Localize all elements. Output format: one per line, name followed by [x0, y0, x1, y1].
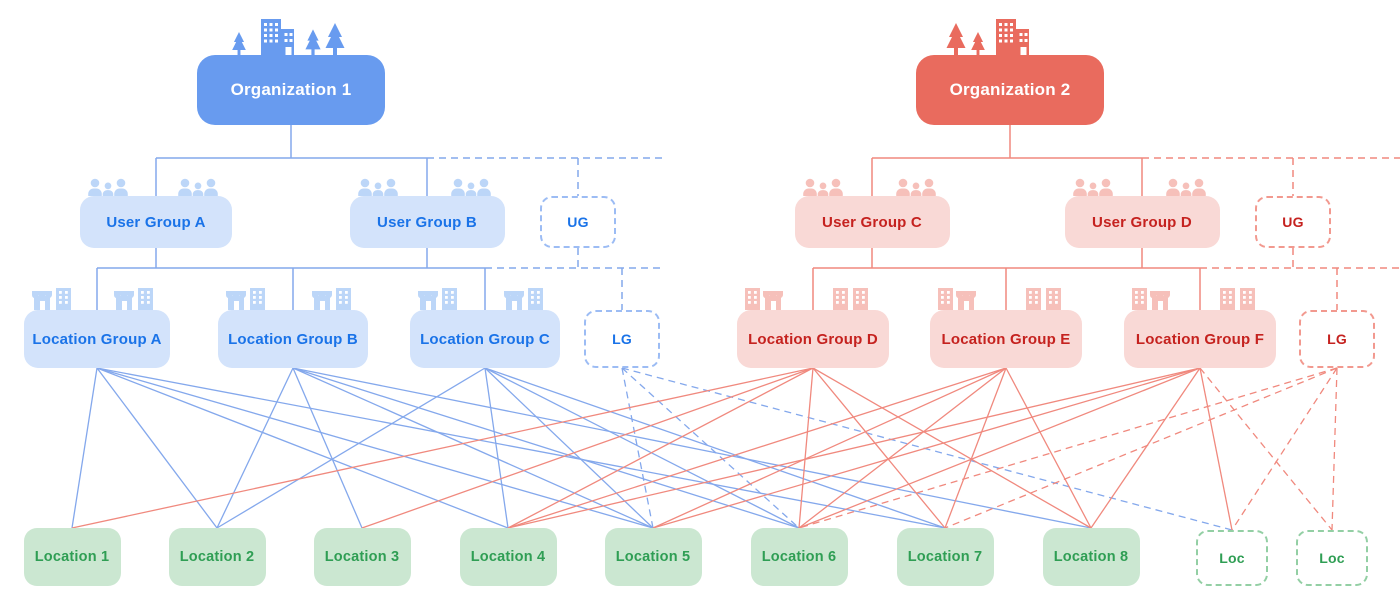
node-label: LG	[612, 331, 632, 347]
node-ug-blue: UG	[540, 196, 616, 248]
node-loc7: Location 7	[896, 528, 994, 586]
node-label: User Group B	[377, 213, 477, 231]
node-label: Location Group B	[228, 330, 358, 348]
node-loc2: Location 2	[168, 528, 266, 586]
node-label: UG	[567, 214, 589, 230]
node-lg-c: Location Group C	[410, 288, 560, 368]
node-loc6: Location 6	[750, 528, 848, 586]
node-label: User Group D	[1092, 213, 1192, 231]
node-org2: Organization 2	[916, 19, 1104, 125]
node-label: UG	[1282, 214, 1304, 230]
node-ug-d: User Group D	[1064, 178, 1220, 248]
node-ug-red: UG	[1255, 196, 1331, 248]
node-label: Location 6	[761, 549, 837, 565]
node-loc-x2: Loc	[1296, 530, 1368, 586]
node-label: Location 1	[34, 549, 110, 565]
node-label: Organization 2	[949, 80, 1071, 99]
node-ug-a: User Group A	[80, 178, 232, 248]
node-loc8: Location 8	[1042, 528, 1140, 586]
node-label: Location Group C	[420, 330, 550, 348]
node-lg-a: Location Group A	[24, 288, 170, 368]
node-loc4: Location 4	[459, 528, 557, 586]
node-label: Loc	[1219, 550, 1245, 566]
node-ug-b: User Group B	[349, 178, 505, 248]
node-loc1: Location 1	[23, 528, 121, 586]
node-label: Loc	[1319, 550, 1345, 566]
node-label: User Group A	[106, 213, 206, 231]
node-label: Location Group F	[1135, 330, 1265, 348]
node-label: Location Group E	[941, 330, 1071, 348]
node-label: Location 8	[1053, 549, 1129, 565]
node-lg-b: Location Group B	[218, 288, 368, 368]
node-label: Organization 1	[230, 80, 352, 99]
node-lg-red: LG	[1299, 310, 1375, 368]
node-lg-f: Location Group F	[1124, 288, 1276, 368]
node-label: Location 5	[615, 549, 691, 565]
node-label: Location 2	[179, 549, 255, 565]
node-label: LG	[1327, 331, 1347, 347]
node-loc-x1: Loc	[1196, 530, 1268, 586]
node-lg-d: Location Group D	[737, 288, 889, 368]
node-org1: Organization 1	[197, 19, 385, 125]
node-label: Location 3	[324, 549, 400, 565]
node-loc5: Location 5	[604, 528, 702, 586]
node-label: Location 4	[470, 549, 546, 565]
node-label: User Group C	[822, 213, 922, 231]
node-loc3: Location 3	[313, 528, 411, 586]
node-label: Location Group D	[748, 330, 878, 348]
node-ug-c: User Group C	[794, 178, 950, 248]
node-lg-e: Location Group E	[930, 288, 1082, 368]
node-label: Location Group A	[32, 330, 162, 348]
node-lg-blue: LG	[584, 310, 660, 368]
node-label: Location 7	[907, 549, 983, 565]
